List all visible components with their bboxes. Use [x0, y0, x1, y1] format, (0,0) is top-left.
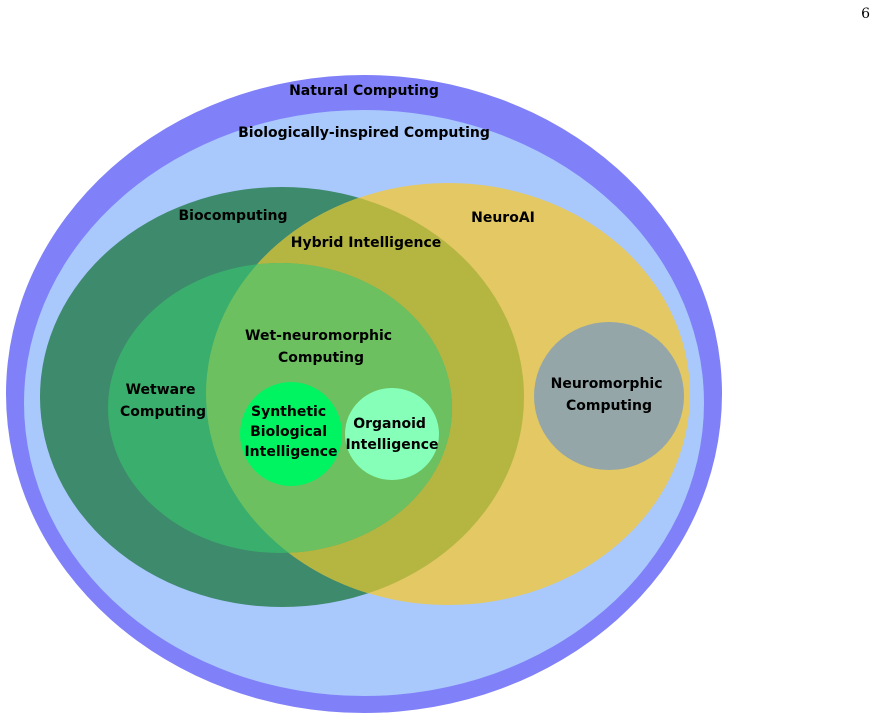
organoid-line-2: Intelligence: [345, 437, 438, 453]
wet-neuromorphic-line-1: Wet-neuromorphic: [245, 328, 392, 344]
wetware-line-2: Computing: [120, 404, 206, 420]
synthetic-bio-circle: [240, 382, 342, 486]
organoid-circle: [345, 388, 439, 480]
synthetic-bio-label: Synthetic Biological Intelligence: [244, 404, 337, 460]
neuroai-label: NeuroAI: [471, 210, 535, 226]
page-number: 6: [861, 6, 870, 22]
neuromorphic-line-2: Computing: [566, 398, 652, 414]
neuromorphic-line-1: Neuromorphic: [551, 376, 663, 392]
organoid-label: Organoid Intelligence: [345, 416, 438, 453]
natural-computing-label: Natural Computing: [289, 83, 439, 99]
neuromorphic-circle: [534, 322, 684, 470]
synthetic-bio-line-2: Biological: [250, 424, 327, 440]
organoid-line-1: Organoid: [353, 416, 426, 432]
synthetic-bio-line-3: Intelligence: [244, 444, 337, 460]
wet-neuromorphic-line-2: Computing: [278, 350, 364, 366]
wet-neuromorphic-label: Wet-neuromorphic Computing: [245, 328, 397, 366]
neuromorphic-label: Neuromorphic Computing: [551, 376, 668, 414]
bio-inspired-label: Biologically-inspired Computing: [238, 125, 490, 141]
wetware-line-1: Wetware: [126, 382, 196, 398]
wetware-label: Wetware Computing: [120, 382, 206, 420]
synthetic-bio-line-1: Synthetic: [251, 404, 326, 420]
biocomputing-label: Biocomputing: [178, 208, 287, 224]
hybrid-intelligence-label: Hybrid Intelligence: [291, 235, 442, 251]
wet-neuromorphic-region: [206, 263, 452, 553]
